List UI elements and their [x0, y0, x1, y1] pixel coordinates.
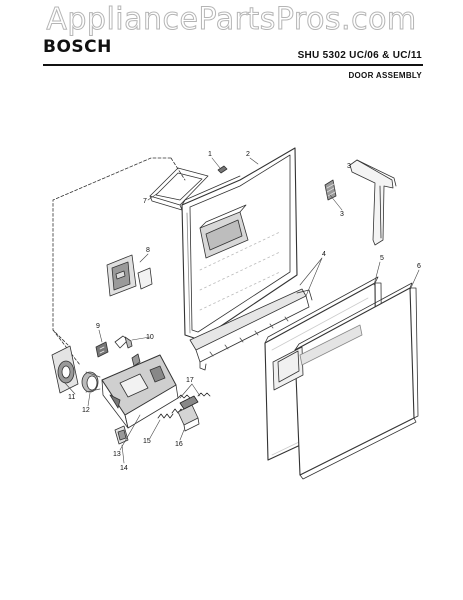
callout-2: 2	[246, 151, 250, 158]
callout-6: 6	[417, 263, 421, 270]
part-7-vent-frame	[149, 167, 209, 211]
part-1-screw	[217, 165, 228, 174]
part-3-side-rail	[324, 159, 397, 246]
header-rule	[43, 64, 423, 66]
part-6-outer-door-panel	[272, 282, 419, 480]
callout-4: 4	[322, 251, 326, 258]
model-number: SHU 5302 UC/06 & UC/11	[297, 50, 422, 61]
callout-9: 9	[96, 323, 100, 330]
callout-15: 15	[143, 438, 151, 445]
callout-10: 10	[146, 334, 154, 341]
part-16-actuator	[177, 404, 200, 432]
callout-14: 14	[120, 465, 128, 472]
section-title: DOOR ASSEMBLY	[348, 71, 422, 80]
part-11-gasket-bracket	[51, 345, 79, 394]
brand-logo: BOSCH	[43, 37, 112, 57]
leader-lines	[64, 157, 420, 464]
part-14-clip	[114, 425, 129, 445]
watermark: AppliancePartsPros.com	[46, 2, 417, 38]
part-4-bottom-trim	[189, 288, 313, 371]
part-12-ring	[81, 371, 101, 393]
part-8-control-panel-plate	[106, 254, 153, 297]
callout-1: 1	[208, 151, 212, 158]
callout-3-right: 3	[340, 211, 344, 218]
part-2-inner-door-liner	[181, 147, 298, 341]
callout-12: 12	[82, 407, 90, 414]
callout-7: 7	[143, 198, 147, 205]
part-13-latch-housing	[101, 354, 179, 429]
part-9-screw	[95, 341, 109, 358]
callout-13: 13	[113, 451, 121, 458]
callout-3-left: 3	[347, 163, 351, 170]
callout-16: 16	[175, 441, 183, 448]
part-17-springs	[177, 392, 211, 410]
callout-17: 17	[186, 377, 194, 384]
part-10-lock-pin	[114, 335, 141, 367]
callout-labels: 1 2 3 3 4 5 6 7 8 9 10 11 12 13 14 15 16…	[68, 151, 421, 472]
callout-8: 8	[146, 247, 150, 254]
dashed-guide-line	[52, 157, 186, 346]
callout-11: 11	[68, 394, 75, 401]
callout-5: 5	[380, 255, 384, 262]
